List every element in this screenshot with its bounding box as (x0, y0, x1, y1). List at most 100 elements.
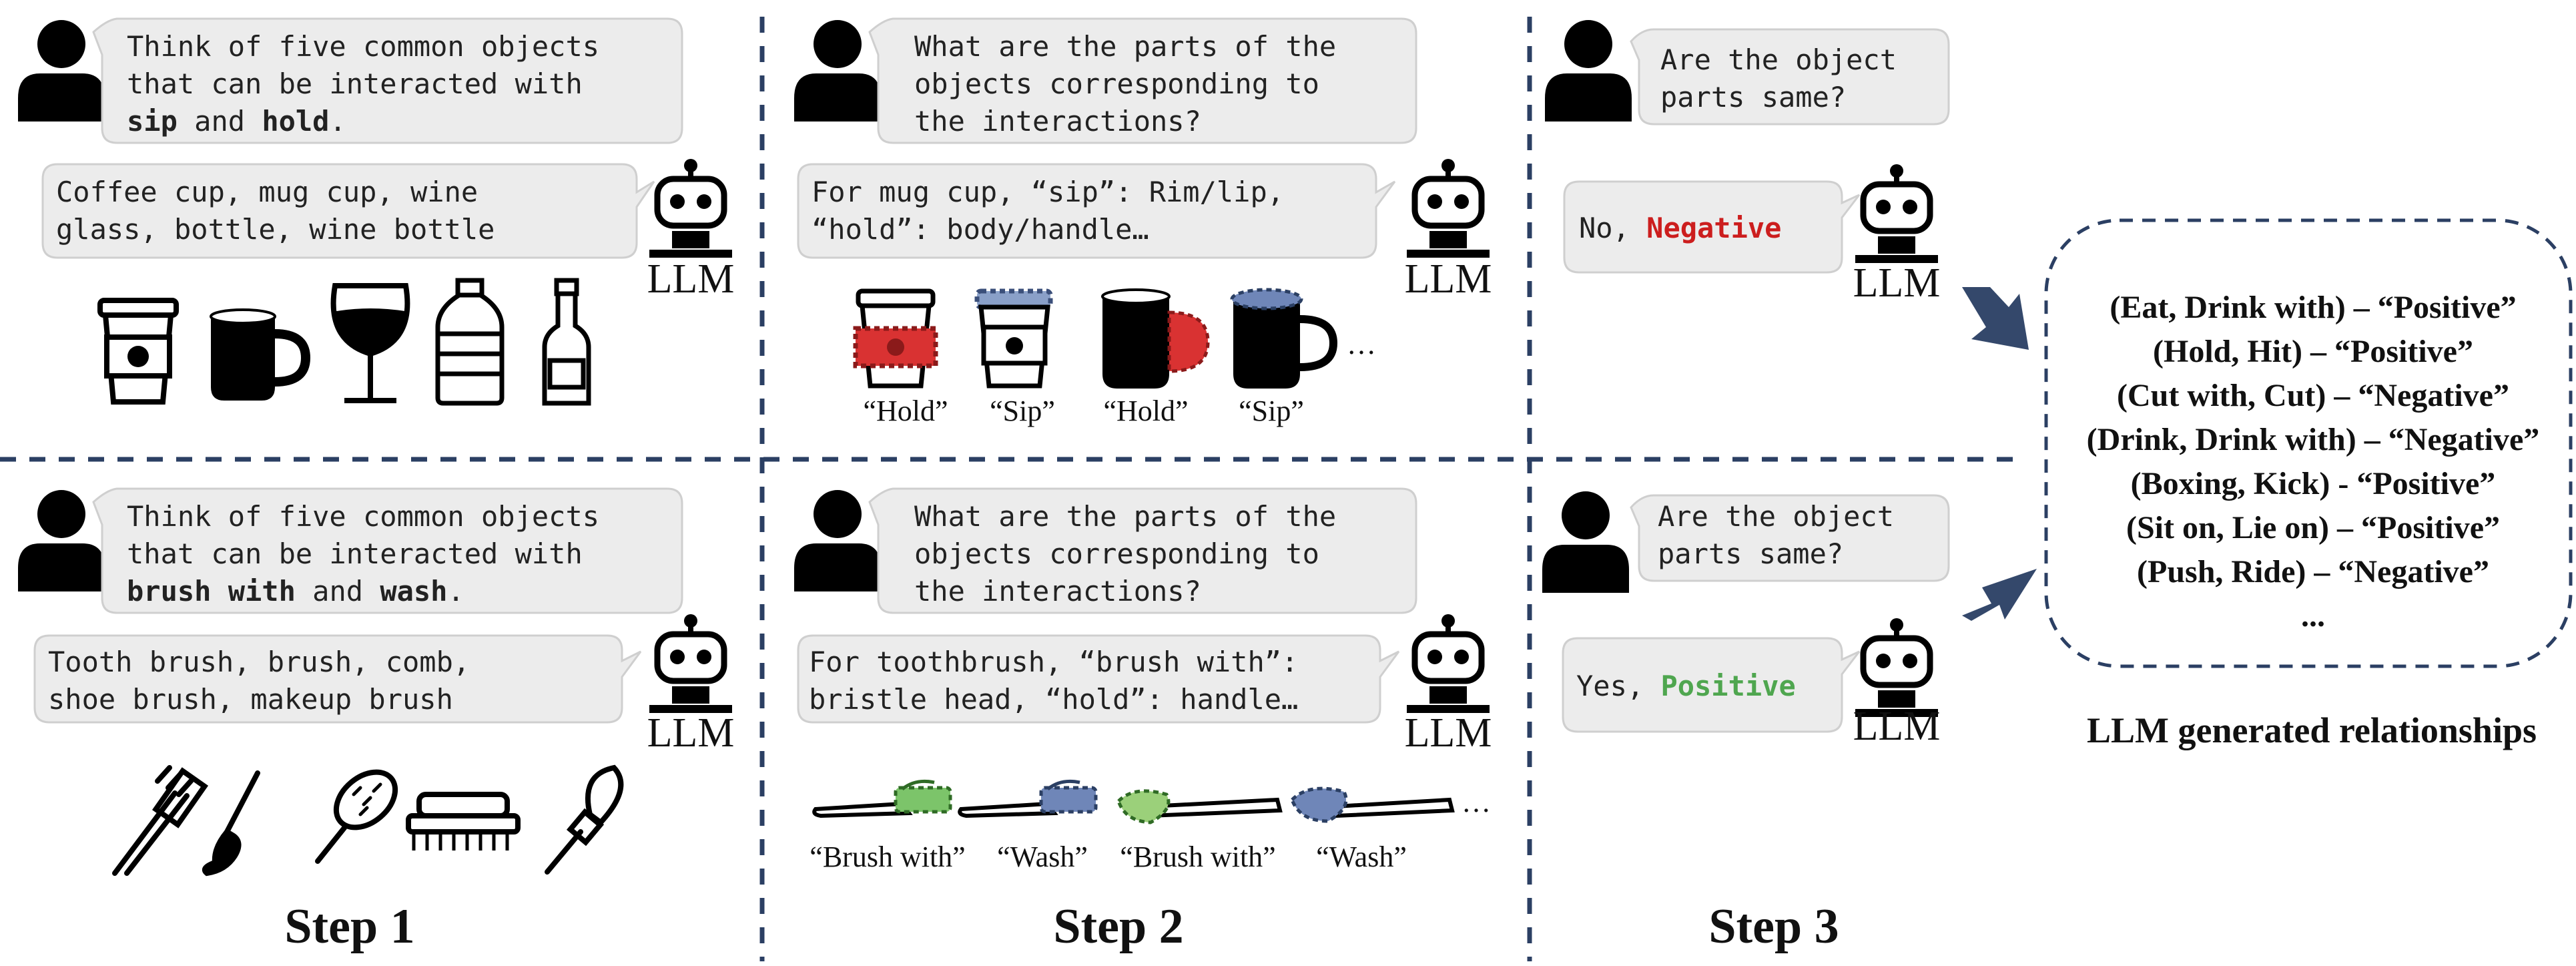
answer-line-2: bristle head, “hold”: handle… (809, 683, 1298, 716)
arrow-icon (1962, 569, 2037, 621)
mug-icon (210, 308, 311, 401)
more-ellipsis: … (1462, 786, 1491, 818)
user-icon (794, 490, 881, 591)
toothbrush-wash-icon (958, 779, 1098, 818)
llm-label: LLM (1853, 260, 1941, 306)
wine-glass-icon (330, 283, 410, 403)
more-ellipsis: … (1347, 328, 1376, 360)
answer-bubble (1563, 180, 1861, 274)
paint-brush-icon (202, 770, 260, 877)
robot-icon (649, 614, 732, 713)
user-icon (794, 20, 881, 122)
makeup-brush-brush-with-icon (1116, 789, 1283, 824)
question-line-1: Think of five common objects (127, 30, 599, 63)
robot-icon (1407, 159, 1490, 258)
part-label-2: “Sip” (990, 395, 1055, 427)
relationship-item-6: (Sit on, Lie on) – “Positive” (2126, 510, 2500, 545)
llm-label: LLM (647, 256, 735, 302)
question-line-1: Are the object (1660, 43, 1897, 76)
answer-bubble (1562, 637, 1861, 733)
answer-line-1: Tooth brush, brush, comb, (48, 646, 470, 678)
question-bubble (868, 17, 1417, 144)
arrow-icon (1962, 287, 2029, 350)
comb-icon (315, 769, 398, 864)
mug-hold-icon (1101, 288, 1210, 389)
robot-icon (1855, 618, 1938, 717)
user-icon (1545, 20, 1632, 122)
relationship-item-1: (Eat, Drink with) – “Positive” (2110, 290, 2516, 325)
toothbrush-icon (112, 765, 209, 876)
question-bubble (92, 487, 683, 614)
user-icon (18, 20, 105, 122)
part-label-2: “Wash” (997, 840, 1088, 873)
answer-text: Yes, Positive (1576, 670, 1796, 702)
step-2-label: Step 2 (1053, 899, 1183, 954)
coffee-cup-icon (97, 298, 179, 405)
question-line-1: Think of five common objects (127, 500, 599, 533)
answer-bubble (797, 634, 1400, 724)
question-line-2: parts same? (1660, 81, 1846, 113)
part-label-4: “Wash” (1316, 840, 1407, 873)
robot-icon (1855, 164, 1938, 263)
makeup-brush-wash-icon (1290, 786, 1455, 823)
question-bubble (868, 487, 1417, 614)
relationship-ellipsis: ... (2301, 598, 2325, 634)
answer-bubble (797, 163, 1396, 259)
makeup-brush-icon (545, 764, 624, 875)
relationship-item-3: (Cut with, Cut) – “Negative” (2117, 378, 2509, 413)
step-3-label: Step 3 (1708, 899, 1839, 954)
part-label-4: “Sip” (1239, 395, 1304, 427)
shoe-brush-icon (406, 792, 521, 851)
question-line-3: the interactions? (914, 575, 1201, 608)
answer-line-2: glass, bottle, wine bottle (56, 213, 495, 246)
negative-label: Negative (1646, 212, 1781, 244)
mug-sip-icon (1230, 288, 1338, 389)
coffee-cup-hold-icon (853, 288, 938, 389)
question-bubble (1630, 494, 1950, 582)
llm-label: LLM (1405, 710, 1492, 756)
part-label-3: “Brush with” (1120, 840, 1275, 873)
question-line-1: What are the parts of the (914, 500, 1336, 533)
robot-icon (649, 159, 732, 258)
coffee-cup-sip-icon (974, 288, 1053, 389)
step3-top-panel: Are the object parts same? No, Negative … (1545, 20, 1950, 306)
relationship-item-4: (Drink, Drink with) – “Negative” (2087, 422, 2540, 457)
answer-line-1: Coffee cup, mug cup, wine (56, 176, 478, 208)
user-icon (18, 490, 105, 591)
part-label-1: “Hold” (863, 395, 948, 427)
question-bubble (1630, 28, 1950, 126)
robot-icon (1407, 614, 1490, 713)
step1-top-panel: Think of five common objects that can be… (18, 17, 735, 406)
answer-line-2: “hold”: body/handle… (812, 213, 1149, 246)
llm-label: LLM (647, 710, 735, 756)
step-1-label: Step 1 (284, 899, 414, 954)
relationships-caption: LLM generated relationships (2087, 710, 2537, 750)
question-line-3: the interactions? (914, 105, 1201, 138)
question-line-2: parts same? (1658, 537, 1843, 570)
llm-label: LLM (1853, 704, 1941, 749)
answer-line-1: For mug cup, “sip”: Rim/lip, (812, 176, 1284, 208)
relationships-box: (Eat, Drink with) – “Positive” (Hold, Hi… (2044, 218, 2573, 668)
relationship-item-2: (Hold, Hit) – “Positive” (2153, 334, 2473, 369)
answer-bubble (41, 163, 655, 259)
question-line-2: that can be interacted with (127, 537, 583, 570)
user-icon (1542, 491, 1629, 593)
answer-text: No, Negative (1579, 212, 1781, 244)
relationship-item-7: (Push, Ride) – “Negative” (2137, 554, 2489, 589)
question-line-3: brush with and wash. (127, 575, 464, 608)
question-line-1: What are the parts of the (914, 30, 1336, 63)
step2-top-panel: What are the parts of the objects corres… (794, 17, 1492, 427)
step1-bottom-panel: Think of five common objects that can be… (18, 487, 735, 877)
question-line-2: objects corresponding to (914, 67, 1319, 100)
question-bubble (92, 17, 683, 144)
part-label-1: “Brush with” (810, 840, 965, 873)
positive-label: Positive (1660, 670, 1795, 702)
wine-bottle-icon (542, 278, 591, 406)
answer-line-2: shoe brush, makeup brush (48, 683, 453, 716)
part-label-3: “Hold” (1103, 395, 1188, 427)
llm-label: LLM (1405, 256, 1492, 302)
question-line-3: sip and hold. (127, 105, 346, 138)
answer-line-1: For toothbrush, “brush with”: (809, 646, 1298, 678)
step2-bottom-panel: What are the parts of the objects corres… (794, 487, 1492, 873)
